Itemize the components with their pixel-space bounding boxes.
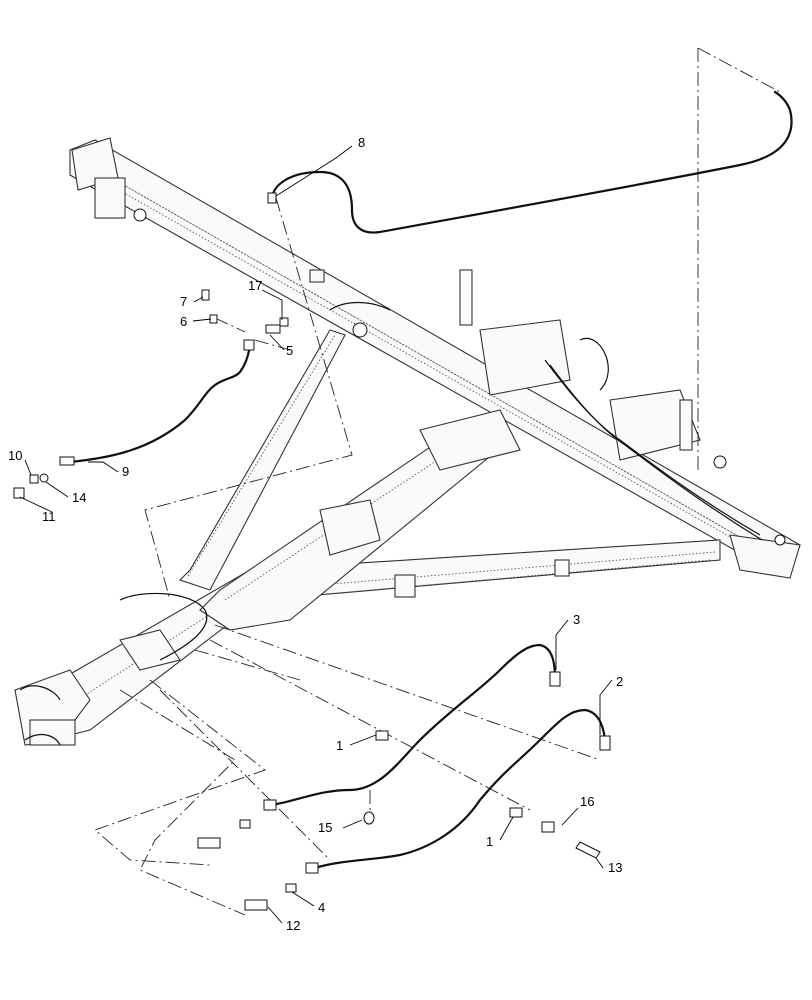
hose-10-fitting-right xyxy=(243,339,255,351)
callout-3: 3 xyxy=(573,612,580,627)
part-5-upper xyxy=(197,837,221,849)
leader-lines xyxy=(19,145,613,924)
callout-13: 13 xyxy=(608,860,622,875)
hose-10-fitting-left xyxy=(59,456,75,466)
callout-6: 5 xyxy=(286,343,293,358)
part-16 xyxy=(541,821,555,833)
callout-5: 12 xyxy=(286,918,300,933)
part-17 xyxy=(279,317,289,327)
part-1-upper xyxy=(375,730,389,741)
callout-1-lower: 1 xyxy=(486,834,493,849)
callout-2: 2 xyxy=(616,674,623,689)
hose-2-fitting-right xyxy=(599,735,611,751)
part-12 xyxy=(13,487,25,499)
hose-3 xyxy=(263,643,561,811)
implement-frame xyxy=(14,137,801,746)
hose-9 xyxy=(267,90,793,234)
callout-10: 9 xyxy=(122,464,129,479)
part-15 xyxy=(39,473,49,483)
callout-9: 8 xyxy=(358,135,365,150)
hose-10 xyxy=(59,339,255,466)
hose-2 xyxy=(305,708,611,874)
part-13 xyxy=(575,841,601,859)
part-7 xyxy=(209,314,218,324)
hose-2-fitting-left xyxy=(305,862,319,874)
part-6 xyxy=(265,324,281,334)
callout-11: 10 xyxy=(8,448,22,463)
callout-17: 17 xyxy=(248,278,262,293)
part-1-lower xyxy=(509,807,523,818)
callout-7: 6 xyxy=(180,314,187,329)
callout-15: 14 xyxy=(72,490,86,505)
callouts: 8 7 6 17 5 9 10 11 14 3 2 1 1 16 13 15 4… xyxy=(8,135,623,933)
assembly-centerlines xyxy=(94,47,781,916)
part-8 xyxy=(201,289,210,301)
callout-12: 11 xyxy=(42,509,56,524)
part-4-upper xyxy=(239,819,251,829)
part-4 xyxy=(285,883,297,893)
hose-3-fitting-right xyxy=(549,671,561,687)
hose-9-fitting xyxy=(267,192,277,204)
frame-hoses xyxy=(19,301,763,746)
part-5 xyxy=(244,899,268,911)
hose-3-fitting-left xyxy=(263,799,277,811)
fittings-lower xyxy=(197,730,601,911)
callout-14: 15 xyxy=(318,820,332,835)
part-14 xyxy=(363,811,375,825)
callout-8: 7 xyxy=(180,294,187,309)
callout-1-upper: 1 xyxy=(336,738,343,753)
part-11 xyxy=(29,474,39,484)
callout-16: 16 xyxy=(580,794,594,809)
fittings-upper-left xyxy=(13,289,289,499)
callout-4: 4 xyxy=(318,900,325,915)
